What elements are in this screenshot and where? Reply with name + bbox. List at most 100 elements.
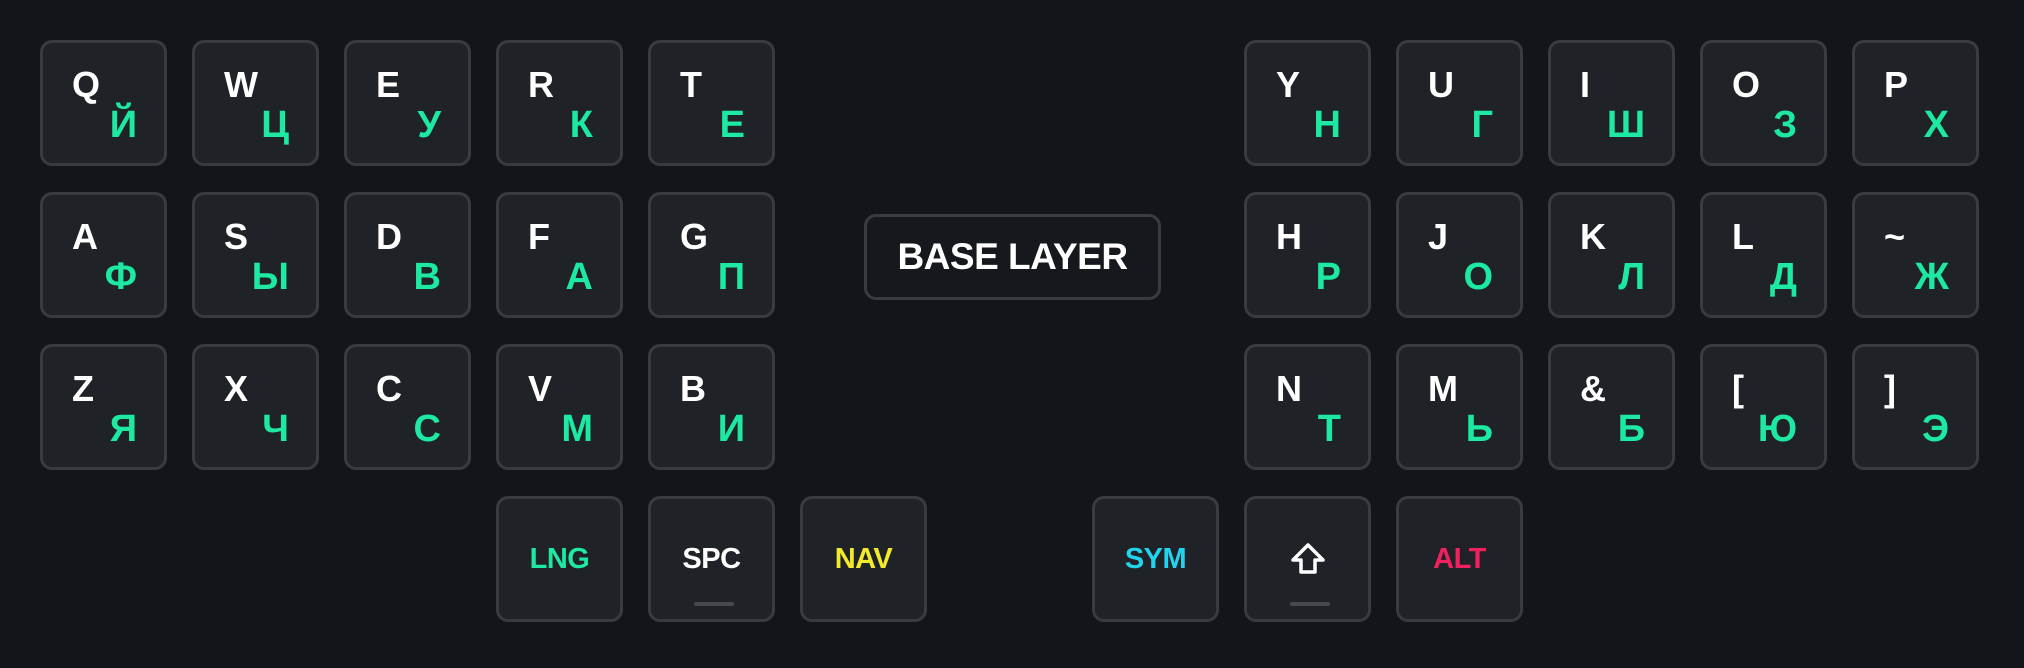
key-primary-label: W <box>224 64 258 105</box>
key-label: ALT <box>1433 542 1486 575</box>
key-cyrillic-label: Ж <box>1914 256 1949 298</box>
key-cyrillic-label: Ы <box>251 256 289 298</box>
key-cyrillic-label: М <box>561 408 593 450</box>
key-cyrillic-label: Т <box>1317 408 1341 450</box>
key-sym[interactable]: SYM <box>1092 496 1219 622</box>
key-cyrillic-label: Е <box>719 104 745 146</box>
key-nav[interactable]: NAV <box>800 496 927 622</box>
key-cyrillic-label: Ц <box>261 104 289 146</box>
key-shift[interactable] <box>1244 496 1371 622</box>
key-primary-label: N <box>1276 368 1302 409</box>
key-cyrillic-label: Й <box>109 104 137 146</box>
key-label: SPC <box>682 542 741 575</box>
home-row-bump <box>1290 602 1330 606</box>
key-cyrillic-label: Ч <box>262 408 289 450</box>
key-primary-label: J <box>1428 216 1449 257</box>
key-label: SYM <box>1124 542 1187 575</box>
key-primary-label: Z <box>72 368 94 409</box>
key-cyrillic-label: Р <box>1315 256 1341 298</box>
key-ampersand[interactable]: &Б <box>1548 344 1675 470</box>
key-primary-label: P <box>1884 64 1909 105</box>
key-right-bracket[interactable]: ]Э <box>1852 344 1979 470</box>
key-primary-label: R <box>528 64 554 105</box>
key-label: NAV <box>834 542 893 575</box>
key-cyrillic-label: В <box>413 256 441 298</box>
key-primary-label: M <box>1428 368 1458 409</box>
key-lng[interactable]: LNG <box>496 496 623 622</box>
key-primary-label: E <box>376 64 401 105</box>
key-cyrillic-label: Г <box>1471 104 1493 146</box>
key-label: LNG <box>529 542 590 575</box>
key-cyrillic-label: А <box>565 256 593 298</box>
key-cyrillic-label: Б <box>1617 408 1645 450</box>
key-alt[interactable]: ALT <box>1396 496 1523 622</box>
key-primary-label: Y <box>1276 64 1301 105</box>
key-cyrillic-label: Ь <box>1465 408 1493 450</box>
key-primary-label: B <box>680 368 706 409</box>
key-primary-label: [ <box>1732 368 1744 409</box>
key-cyrillic-label: Ф <box>104 256 137 298</box>
key-primary-label: T <box>680 64 702 105</box>
key-primary-label: K <box>1580 216 1606 257</box>
key-primary-label: D <box>376 216 402 257</box>
key-primary-label: ~ <box>1884 216 1906 257</box>
key-primary-label: F <box>528 216 550 257</box>
key-cyrillic-label: К <box>569 104 593 146</box>
key-primary-label: O <box>1732 64 1761 105</box>
key-cyrillic-label: Д <box>1769 256 1797 298</box>
key-primary-label: L <box>1732 216 1754 257</box>
key-primary-label: U <box>1428 64 1454 105</box>
key-primary-label: A <box>72 216 98 257</box>
key-cyrillic-label: Ш <box>1606 104 1645 146</box>
layer-label: BASE LAYER <box>864 214 1161 300</box>
key-primary-label: ] <box>1884 368 1896 409</box>
key-left-bracket[interactable]: [Ю <box>1700 344 1827 470</box>
key-primary-label: C <box>376 368 402 409</box>
shift-icon <box>1247 499 1368 619</box>
key-cyrillic-label: Ю <box>1757 408 1797 450</box>
key-cyrillic-label: Я <box>109 408 137 450</box>
key-spc[interactable]: SPC <box>648 496 775 622</box>
key-cyrillic-label: Л <box>1618 256 1645 298</box>
key-cyrillic-label: С <box>413 408 441 450</box>
key-primary-label: V <box>528 368 553 409</box>
key-primary-label: Q <box>72 64 101 105</box>
key-cyrillic-label: И <box>717 408 745 450</box>
key-primary-label: G <box>680 216 709 257</box>
key-cyrillic-label: О <box>1463 256 1493 298</box>
key-cyrillic-label: З <box>1773 104 1797 146</box>
key-cyrillic-label: П <box>717 256 745 298</box>
key-cyrillic-label: У <box>417 104 441 146</box>
key-cyrillic-label: Х <box>1923 104 1949 146</box>
key-tilde[interactable]: ~Ж <box>1852 192 1979 318</box>
key-cyrillic-label: Н <box>1313 104 1341 146</box>
key-primary-label: X <box>224 368 249 409</box>
key-primary-label: H <box>1276 216 1302 257</box>
